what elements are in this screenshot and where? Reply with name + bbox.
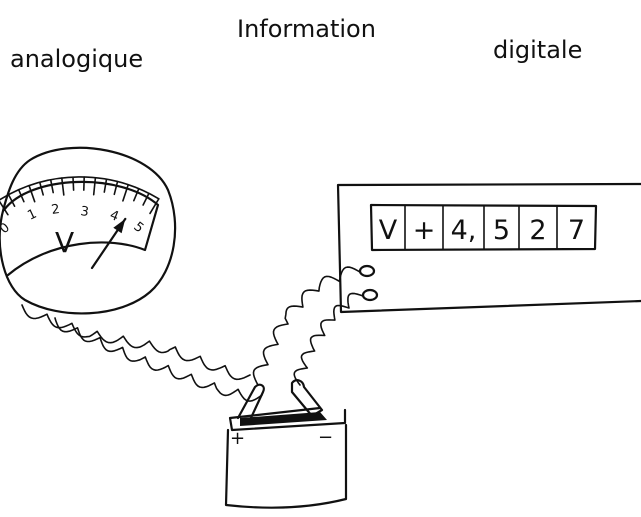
title-digitale: digitale (493, 36, 582, 64)
digital-terminals (358, 264, 379, 302)
battery-plus-sign: + (230, 428, 245, 449)
wire-digital-plus (252, 266, 361, 386)
battery-terminal-plus (236, 383, 265, 422)
meter-tick (149, 198, 160, 215)
meter-scale-label-4: 4 (108, 208, 121, 225)
meter-tick (49, 179, 55, 194)
display-cell-1: + (413, 215, 436, 246)
wire-meter-plus (21, 304, 251, 381)
battery-body (224, 423, 348, 509)
wire-meter-minus (54, 317, 263, 402)
battery-minus-sign: − (318, 427, 333, 448)
meter-scale-label-5: 5 (131, 219, 147, 236)
meter-scale-label-3: 3 (79, 204, 89, 220)
meter-tick (28, 184, 36, 203)
meter-tick (122, 184, 129, 202)
meter-scale-arc (0, 176, 160, 201)
display-cell-2: 4, (451, 215, 477, 246)
battery: + − (224, 379, 348, 509)
title-analogique: analogique (10, 45, 143, 73)
meter-tick (72, 176, 75, 191)
meter-body (0, 146, 177, 315)
meter-tick (92, 177, 97, 196)
meter-tick (0, 200, 9, 216)
meter-needle-tip (113, 218, 126, 234)
meter-scale-label-1: 1 (25, 207, 39, 224)
meter-tick (113, 180, 119, 196)
coiled-wires (21, 266, 364, 402)
meter-tick (17, 189, 25, 203)
battery-top-shade (240, 412, 327, 426)
meter-tick (142, 192, 150, 206)
meter-scale-label-2: 2 (50, 202, 60, 218)
display-cell-0: V (379, 215, 398, 246)
meter-tick (133, 187, 140, 202)
wire-digital-minus (293, 292, 364, 386)
terminal-bottom (361, 288, 379, 302)
meter-scale-label-0: 0 (0, 220, 13, 237)
battery-terminal-minus (290, 379, 324, 418)
digital-body (336, 182, 641, 314)
display-cell-3: 5 (493, 215, 510, 246)
display-cell-5: 7 (568, 215, 585, 246)
meter-tick (103, 178, 108, 193)
digital-display-frame (369, 203, 598, 252)
meter-tick (60, 177, 65, 196)
meter-tick (7, 193, 16, 207)
display-cell-4: 2 (529, 215, 546, 246)
meter-unit-label: V (55, 226, 74, 259)
battery-lid (228, 406, 347, 432)
analog-voltmeter: 0 1 2 3 4 5 V (0, 146, 177, 315)
meter-window (2, 180, 160, 277)
terminal-top (358, 264, 376, 278)
meter-tick (38, 181, 45, 196)
meter-scale-ticks (0, 176, 160, 216)
meter-needle (90, 217, 127, 270)
title-information: Information (237, 15, 376, 43)
